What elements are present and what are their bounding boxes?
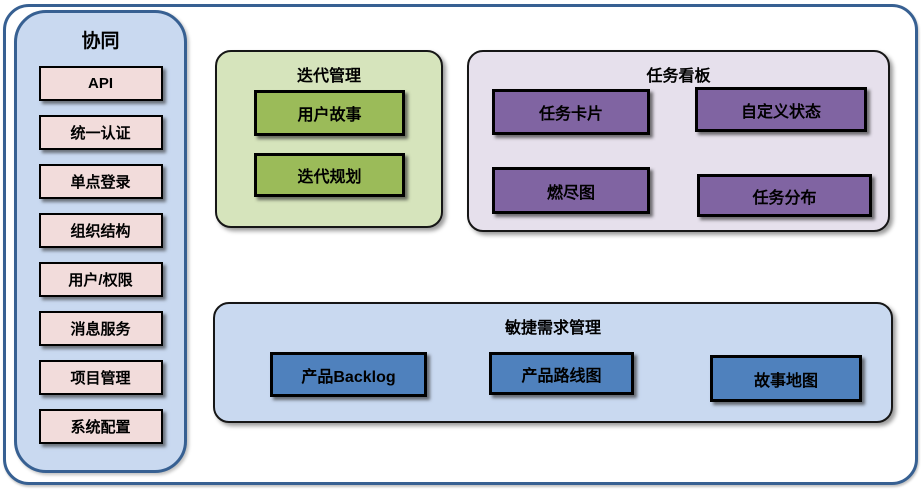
sidebar-item-org-structure: 组织结构 (38, 213, 163, 248)
group-iteration-management: 迭代管理 用户故事 迭代规划 (215, 50, 443, 228)
item-story-map: 故事地图 (710, 355, 862, 402)
item-task-distribution: 任务分布 (697, 174, 872, 217)
item-iteration-planning: 迭代规划 (254, 153, 405, 197)
item-product-roadmap: 产品路线图 (489, 352, 634, 395)
sidebar-item-message-service: 消息服务 (38, 311, 163, 346)
sidebar-item-unified-auth: 统一认证 (38, 115, 163, 150)
sidebar-item-api: API (38, 66, 163, 101)
agile-requirement-title: 敏捷需求管理 (504, 320, 601, 337)
item-user-story: 用户故事 (254, 90, 405, 136)
sidebar-item-sso: 单点登录 (38, 164, 163, 199)
item-task-card: 任务卡片 (492, 89, 650, 135)
item-custom-status: 自定义状态 (695, 87, 867, 132)
group-agile-requirement-management: 敏捷需求管理 产品Backlog 产品路线图 故事地图 (213, 302, 893, 423)
sidebar-item-user-permission: 用户/权限 (38, 262, 163, 297)
sidebar-item-project-management: 项目管理 (38, 360, 163, 395)
collaboration-items: API 统一认证 单点登录 组织结构 用户/权限 消息服务 项目管理 系统配置 (17, 66, 184, 444)
group-collaboration: 协同 API 统一认证 单点登录 组织结构 用户/权限 消息服务 项目管理 系统… (14, 10, 187, 473)
item-product-backlog: 产品Backlog (270, 352, 427, 397)
item-burndown-chart: 燃尽图 (492, 167, 650, 214)
collaboration-title: 协同 (81, 31, 120, 52)
task-board-title: 任务看板 (646, 68, 711, 85)
iteration-management-title: 迭代管理 (296, 68, 361, 85)
group-task-board: 任务看板 任务卡片 自定义状态 燃尽图 任务分布 (467, 50, 890, 232)
sidebar-item-system-config: 系统配置 (38, 409, 163, 444)
